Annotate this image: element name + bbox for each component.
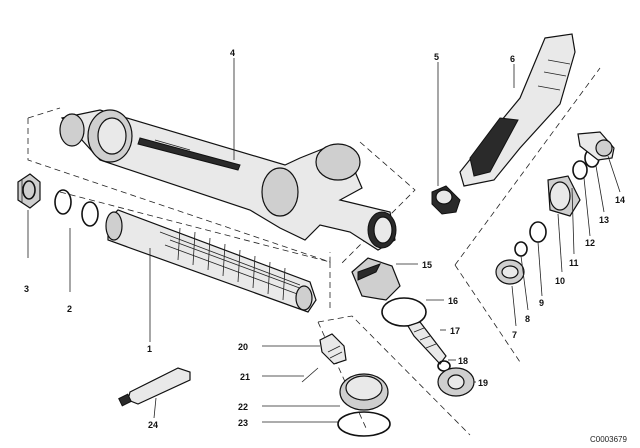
label-part-3: 3 — [24, 284, 29, 294]
parts-15-19-valve — [351, 257, 475, 397]
label-part-11: 11 — [569, 258, 579, 268]
part-number-labels: 1 2 3 4 5 6 7 8 9 10 11 12 13 14 15 16 1… — [24, 48, 625, 430]
part-3-nut — [17, 173, 41, 209]
part-24-grease-tube — [118, 367, 191, 407]
label-part-21: 21 — [240, 372, 250, 382]
label-part-4: 4 — [230, 48, 235, 58]
label-part-22: 22 — [238, 402, 248, 412]
label-part-13: 13 — [599, 215, 609, 225]
label-part-20: 20 — [238, 342, 248, 352]
label-part-5: 5 — [434, 52, 439, 62]
label-part-19: 19 — [478, 378, 488, 388]
label-part-23: 23 — [238, 418, 248, 428]
label-part-2: 2 — [67, 304, 72, 314]
label-part-24: 24 — [148, 420, 158, 430]
label-part-8: 8 — [525, 314, 530, 324]
label-part-15: 15 — [422, 260, 432, 270]
part-4-rack-housing — [59, 109, 397, 251]
leader-lines — [27, 58, 621, 423]
label-part-12: 12 — [585, 238, 595, 248]
label-part-9: 9 — [539, 298, 544, 308]
label-part-18: 18 — [458, 356, 468, 366]
label-part-6: 6 — [510, 54, 515, 64]
part-2-rings — [54, 189, 99, 227]
part-5-bearing — [431, 185, 461, 215]
label-part-17: 17 — [450, 326, 460, 336]
label-part-7: 7 — [512, 330, 517, 340]
label-part-10: 10 — [555, 276, 565, 286]
part-1-rack-bar — [105, 209, 317, 313]
parts-7-14-bearing-stack — [495, 131, 615, 285]
catalog-code: C0003679 — [590, 435, 627, 444]
label-part-16: 16 — [448, 296, 458, 306]
label-part-1: 1 — [147, 344, 152, 354]
label-part-14: 14 — [615, 195, 625, 205]
part-6-pinion-shaft — [459, 33, 576, 187]
parts-20-23-cap-assembly — [301, 333, 391, 437]
